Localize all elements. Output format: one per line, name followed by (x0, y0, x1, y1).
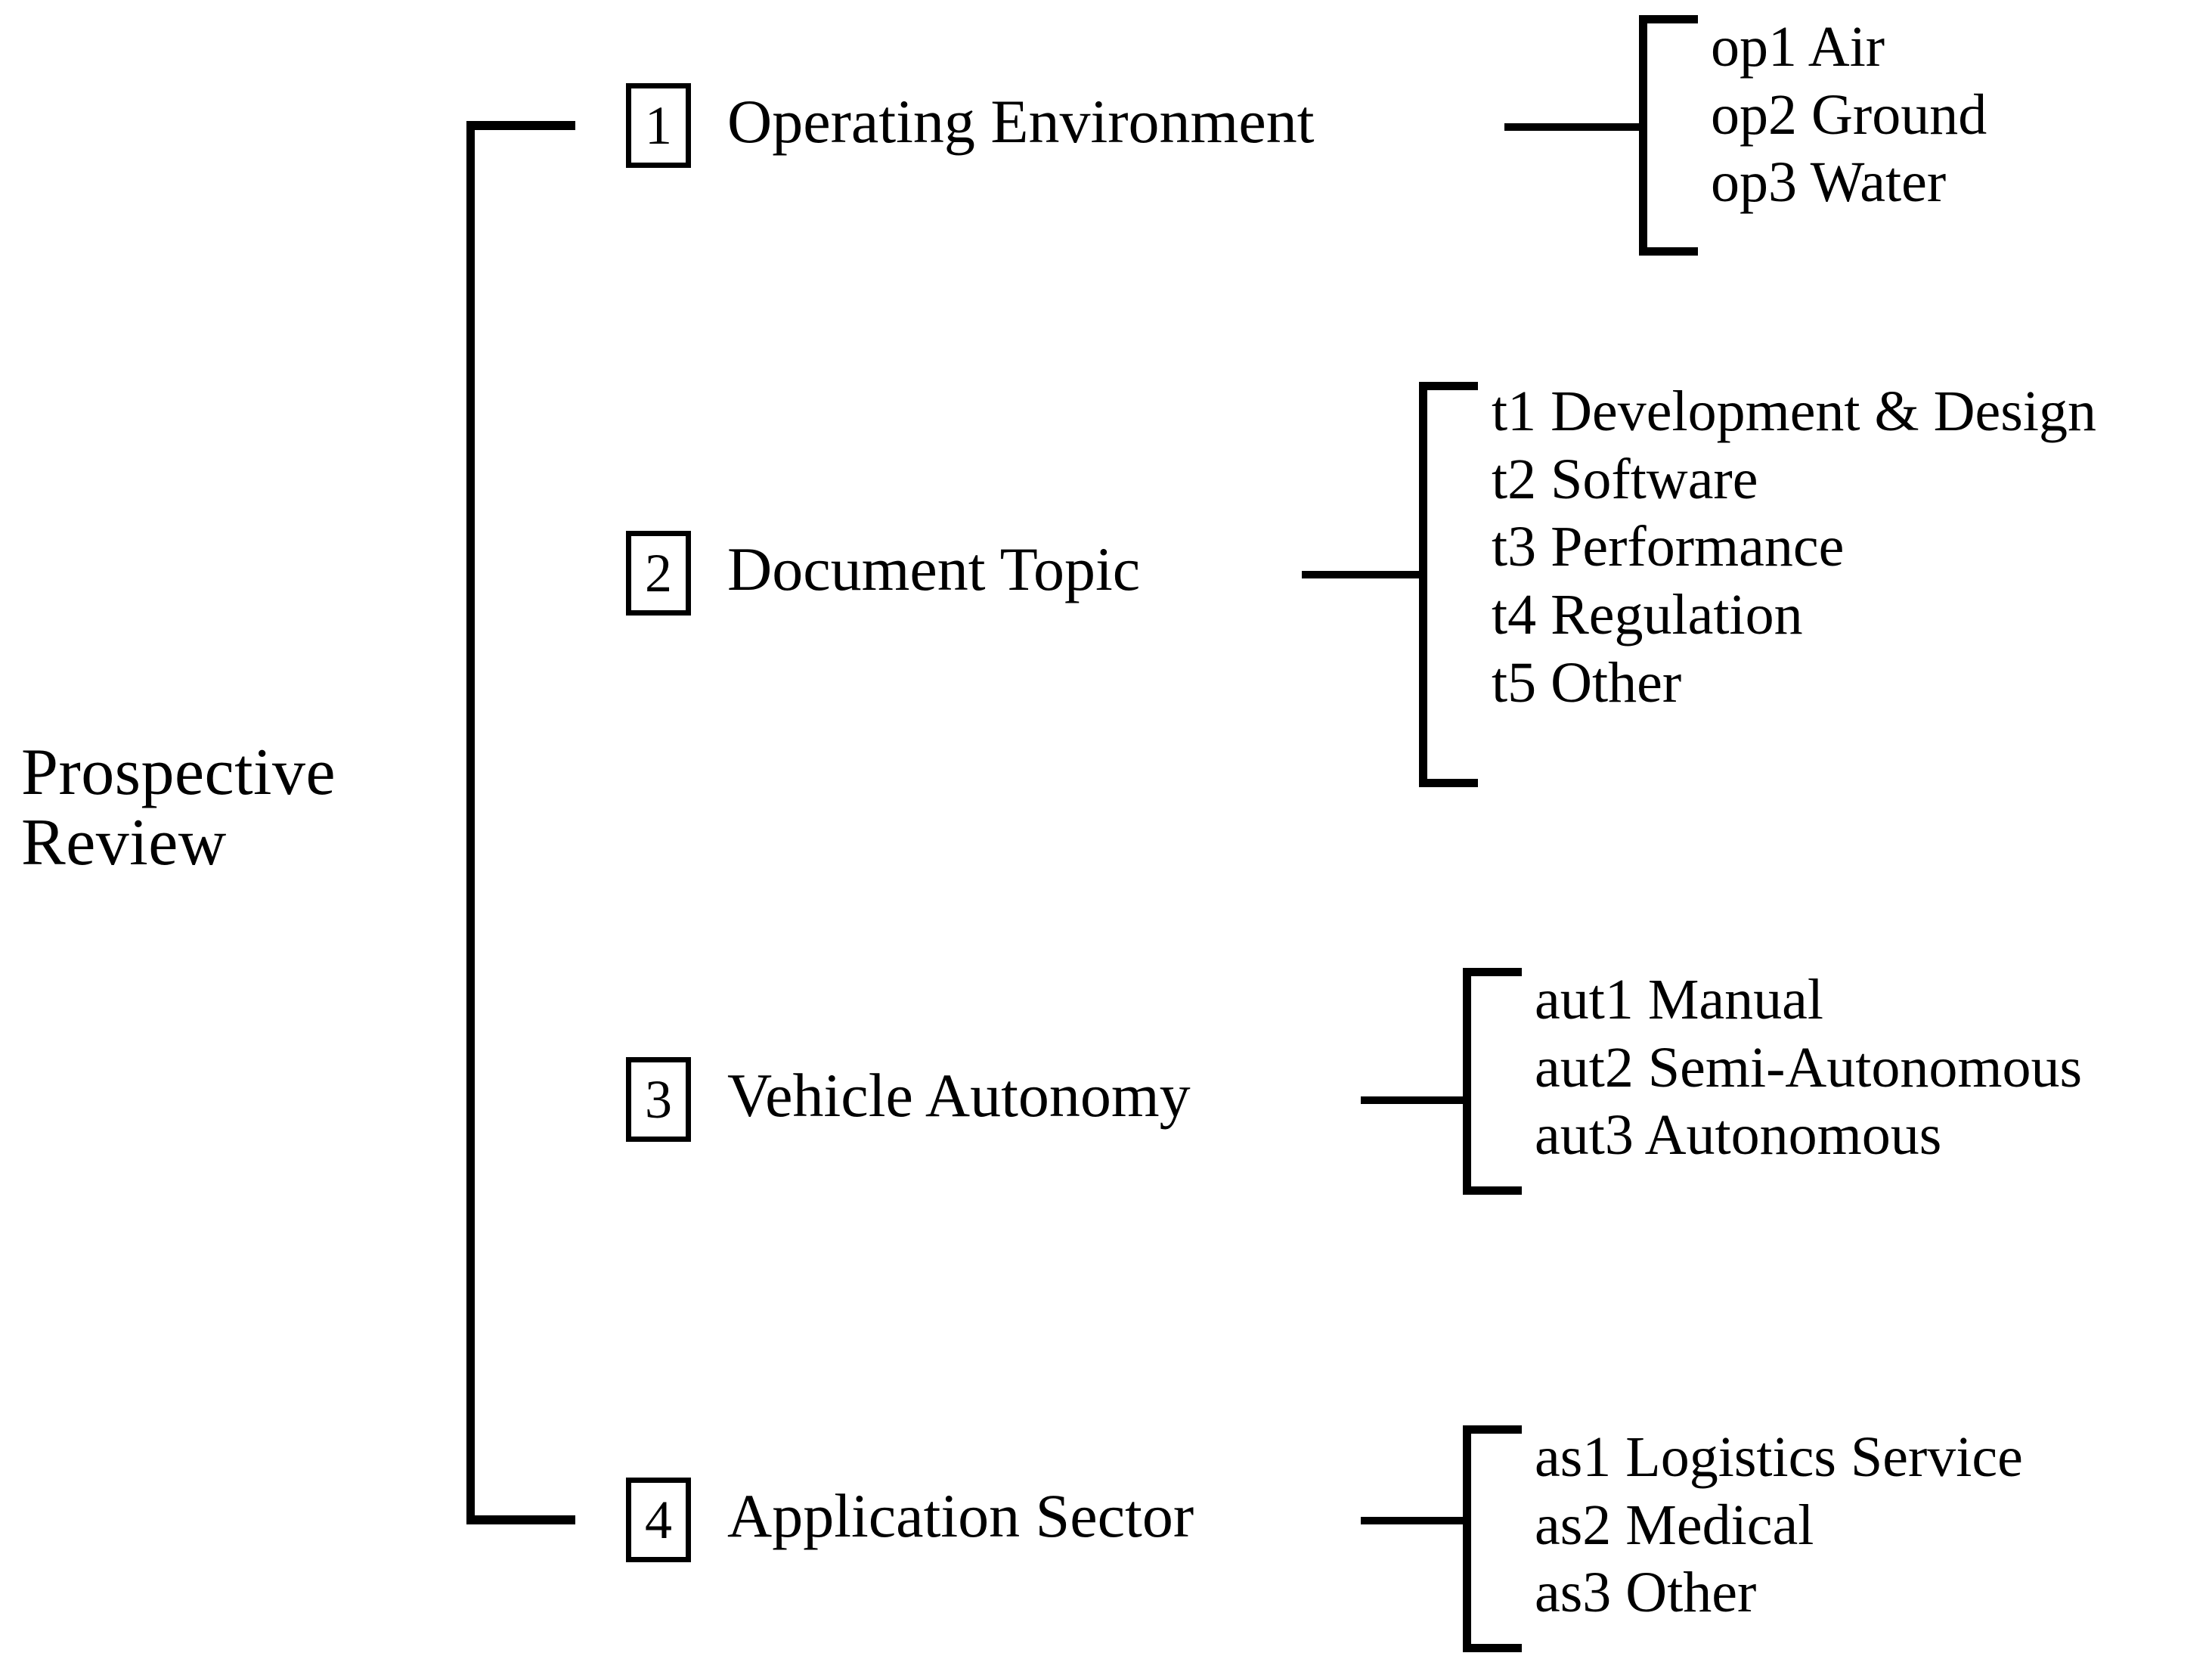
sub-item: aut2 Semi-Autonomous (1535, 1035, 2083, 1099)
sub-item: op2 Ground (1711, 82, 1987, 147)
sub-item: as2 Medical (1535, 1493, 1814, 1557)
branch-label-4: Application Sector (727, 1481, 1194, 1550)
branch-number-2: 2 (645, 543, 672, 603)
sub-item: op3 Water (1711, 150, 1947, 215)
bracket-branch-2 (1419, 382, 1478, 787)
sub-list-branch-3: aut1 Manual aut2 Semi-Autonomous aut3 Au… (1535, 966, 2082, 1170)
sub-item: aut1 Manual (1535, 968, 1824, 1031)
branch-label-1: Operating Environment (727, 87, 1315, 156)
connector-branch-2 (1302, 571, 1424, 578)
connector-branch-1 (1504, 123, 1644, 131)
bracket-branch-4 (1463, 1425, 1522, 1652)
sub-item: op1 Air (1711, 15, 1885, 79)
sub-item: as3 Other (1535, 1561, 1757, 1625)
trunk-spine (466, 121, 475, 1524)
branch-number-box-2: 2 (626, 531, 691, 616)
connector-branch-3 (1361, 1096, 1470, 1104)
sub-item: t3 Performance (1492, 515, 1845, 579)
branch-number-1: 1 (645, 95, 672, 156)
bracket-branch-3 (1463, 968, 1522, 1195)
sub-list-branch-2: t1 Development & Design t2 Software t3 P… (1492, 378, 2096, 717)
branch-number-box-1: 1 (626, 83, 691, 168)
branch-number-4: 4 (645, 1490, 672, 1550)
sub-item: as1 Logistics Service (1535, 1425, 2023, 1489)
sub-item: t5 Other (1492, 650, 1682, 715)
branch-label-2: Document Topic (727, 535, 1141, 603)
sub-item: t1 Development & Design (1492, 380, 2096, 443)
sub-list-branch-4: as1 Logistics Service as2 Medical as3 Ot… (1535, 1424, 2023, 1627)
branch-label-3: Vehicle Autonomy (727, 1061, 1191, 1130)
root-label: Prospective Review (21, 736, 336, 880)
sub-item: aut3 Autonomous (1535, 1103, 1942, 1168)
branch-number-box-3: 3 (626, 1057, 691, 1142)
connector-branch-4 (1361, 1517, 1470, 1524)
branch-number-3: 3 (645, 1069, 672, 1130)
branch-number-box-4: 4 (626, 1478, 691, 1562)
sub-item: t4 Regulation (1492, 583, 1803, 647)
bracket-branch-1 (1639, 15, 1698, 256)
trunk-arm-branch-4 (466, 1515, 575, 1524)
sub-item: t2 Software (1492, 447, 1758, 511)
sub-list-branch-1: op1 Air op2 Ground op3 Water (1711, 14, 1987, 217)
trunk-arm-branch-1 (466, 121, 575, 130)
